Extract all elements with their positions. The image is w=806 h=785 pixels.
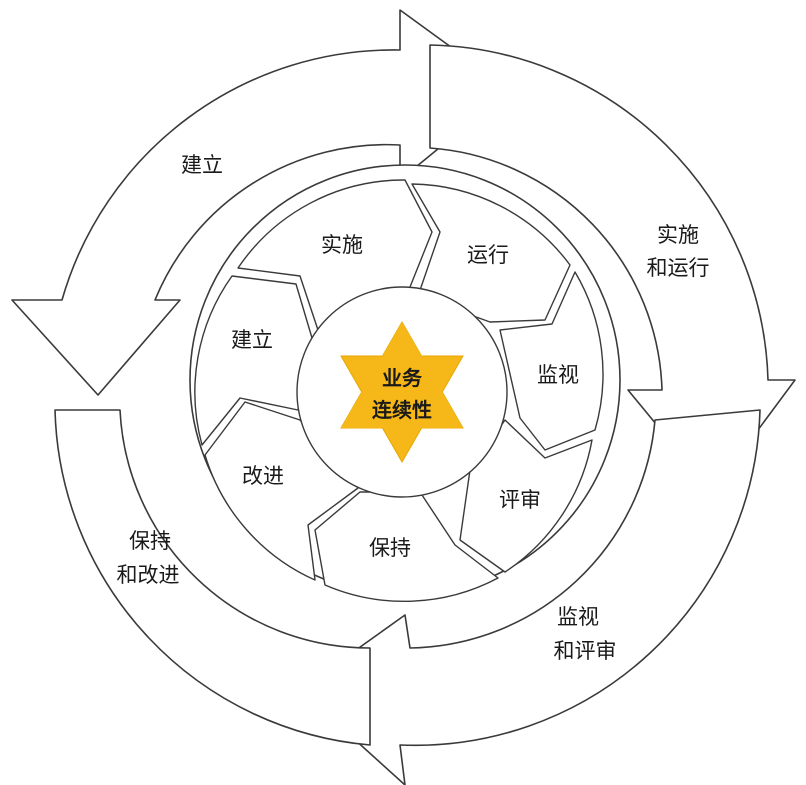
segment-label-monitor: 监视 xyxy=(537,363,579,387)
segment-run xyxy=(411,183,571,323)
segment-label-run: 运行 xyxy=(467,243,509,267)
center-label-line2: 连续性 xyxy=(372,398,432,422)
phase-label-implement-operate-line1: 实施 xyxy=(657,223,699,247)
segment-review xyxy=(459,419,593,573)
phase-label-establish: 建立 xyxy=(181,153,223,177)
outer-arrow-monitor-review xyxy=(299,409,761,785)
phase-label-maintain-improve-line2: 和改进 xyxy=(117,563,180,587)
segment-monitor xyxy=(499,271,604,451)
segment-establish xyxy=(194,275,313,446)
outer-arrow-implement-operate xyxy=(429,44,796,493)
center-star-core xyxy=(341,322,463,428)
segment-label-establish: 建立 xyxy=(231,328,273,352)
phase-label-monitor-review-line1: 监视 xyxy=(557,605,599,629)
segment-label-maintain: 保持 xyxy=(369,536,411,560)
segment-label-implement: 实施 xyxy=(321,233,363,257)
segment-label-improve: 改进 xyxy=(242,464,284,488)
outer-arrow-establish xyxy=(11,9,511,396)
phase-label-implement-operate-line2: 和运行 xyxy=(647,256,710,280)
segment-maintain xyxy=(314,491,499,603)
phase-label-maintain-improve-line1: 保持 xyxy=(129,529,171,553)
outer-arrow-maintain-improve xyxy=(54,409,371,746)
center-label-line1: 业务 xyxy=(382,366,423,390)
segment-label-review: 评审 xyxy=(499,488,541,512)
phase-label-monitor-review-line2: 和评审 xyxy=(554,639,617,663)
